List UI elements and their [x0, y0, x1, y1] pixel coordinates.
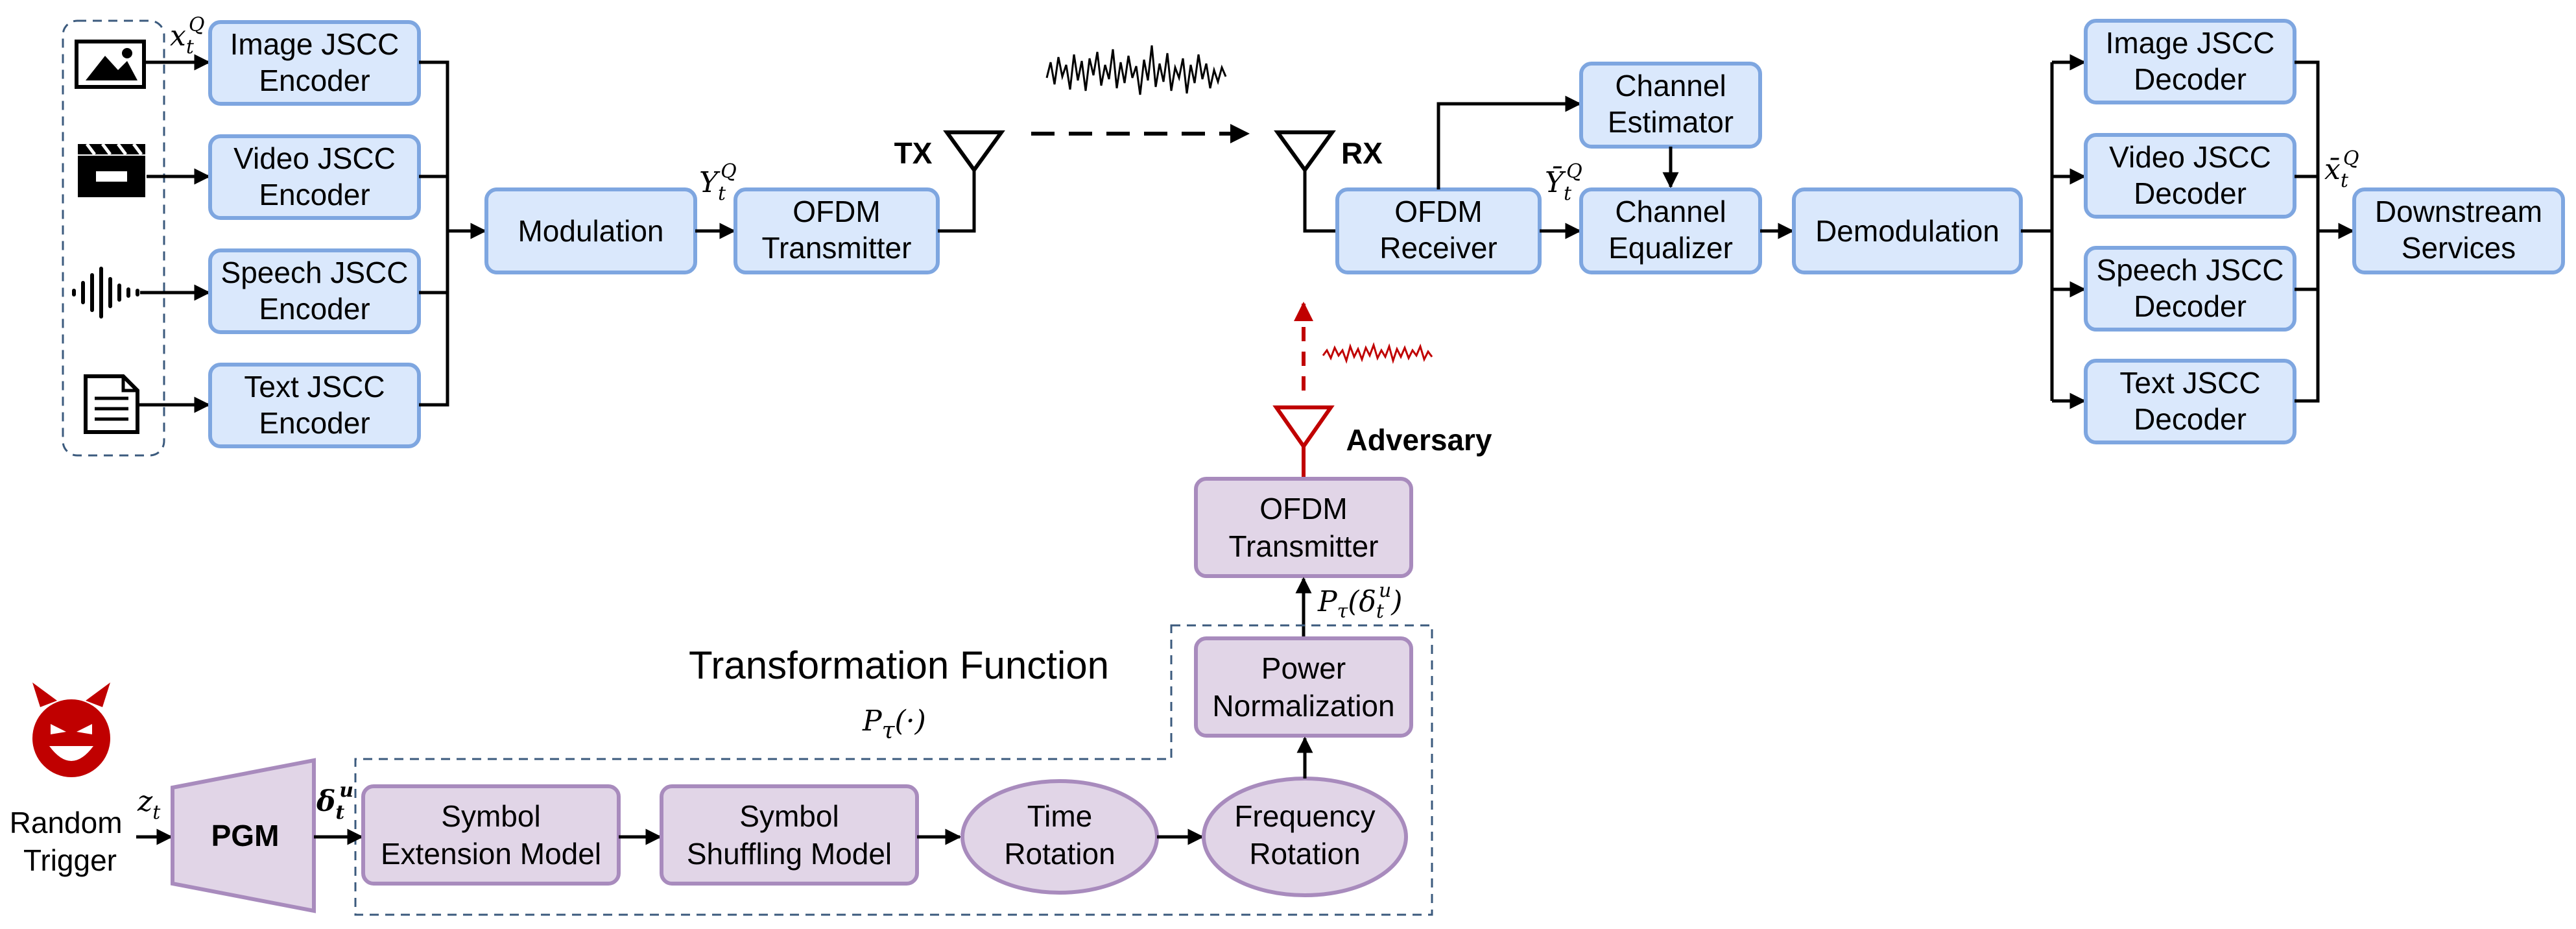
svg-text:Symbol: Symbol: [739, 799, 839, 833]
svg-text:Extension Model: Extension Model: [381, 837, 601, 871]
svg-text:Time: Time: [1027, 799, 1093, 833]
text-decoder-block: Text JSCC Decoder: [2084, 359, 2296, 444]
adversary-antenna-icon: [1272, 405, 1335, 479]
svg-text:Transmitter: Transmitter: [762, 231, 912, 265]
frequency-rotation-block: Frequency Rotation: [1202, 777, 1408, 897]
svg-text:Channel: Channel: [1615, 195, 1726, 228]
speech-waveform-icon: [72, 267, 139, 319]
ofdm-transmitter-block: OFDM Transmitter: [733, 187, 940, 274]
svg-text:OFDM: OFDM: [793, 195, 880, 228]
input-modality-group: [62, 19, 165, 457]
image-icon: [75, 40, 146, 89]
rx-label: RX: [1341, 136, 1383, 170]
devil-icon: [32, 682, 110, 777]
svg-text:Decoder: Decoder: [2134, 62, 2247, 96]
rx-antenna-icon: [1274, 130, 1337, 233]
svg-text:Normalization: Normalization: [1212, 689, 1394, 723]
svg-text:Estimator: Estimator: [1608, 105, 1734, 139]
tx-label: TX: [894, 136, 933, 170]
symbol-p-delta: Pτ(δtu): [1317, 579, 1402, 623]
image-decoder-block: Image JSCC Decoder: [2084, 19, 2296, 104]
channel-estimator-block: Channel Estimator: [1579, 62, 1762, 149]
downstream-services-block: Downstream Services: [2352, 187, 2565, 274]
svg-text:Symbol: Symbol: [441, 799, 540, 833]
svg-text:Text JSCC: Text JSCC: [244, 370, 385, 404]
svg-text:Channel: Channel: [1615, 69, 1726, 103]
svg-text:Encoder: Encoder: [259, 64, 370, 97]
symbol-delta: δtu: [316, 779, 353, 824]
time-rotation-block: Time Rotation: [960, 779, 1159, 895]
video-clapper-icon: [78, 143, 145, 197]
svg-text:Equalizer: Equalizer: [1608, 231, 1733, 265]
symbol-y-tx: YtQ: [699, 160, 737, 205]
svg-text:OFDM: OFDM: [1394, 195, 1482, 228]
svg-text:Decoder: Decoder: [2134, 289, 2247, 323]
random-trigger-label: Random Trigger: [10, 806, 131, 877]
svg-text:Rotation: Rotation: [1249, 837, 1360, 871]
symbol-y-rx: ȲtQ: [1545, 160, 1582, 205]
speech-encoder-block: Speech JSCC Encoder: [208, 248, 421, 334]
speech-decoder-block: Speech JSCC Decoder: [2084, 246, 2296, 332]
demodulation-block: Demodulation: [1792, 187, 2023, 274]
transformation-function-symbol: Pτ(·): [862, 705, 926, 744]
svg-text:Speech JSCC: Speech JSCC: [2097, 253, 2284, 287]
channel-noise-waveform: [1045, 45, 1227, 95]
svg-text:Encoder: Encoder: [259, 178, 370, 211]
svg-text:Encoder: Encoder: [259, 406, 370, 440]
tx-antenna-icon: [938, 130, 1005, 233]
svg-text:Power: Power: [1261, 651, 1346, 685]
svg-text:Image JSCC: Image JSCC: [230, 27, 400, 61]
svg-text:Image JSCC: Image JSCC: [2106, 26, 2275, 60]
svg-text:Rotation: Rotation: [1004, 837, 1115, 871]
image-encoder-block: Image JSCC Encoder: [208, 20, 421, 106]
svg-text:Decoder: Decoder: [2134, 176, 2247, 210]
pgm-block: PGM: [171, 758, 316, 913]
svg-text:Text JSCC: Text JSCC: [2119, 366, 2260, 400]
video-decoder-block: Video JSCC Decoder: [2084, 133, 2296, 219]
video-encoder-block: Video JSCC Encoder: [208, 134, 421, 220]
svg-text:Speech JSCC: Speech JSCC: [221, 256, 409, 289]
svg-text:Receiver: Receiver: [1379, 231, 1497, 265]
svg-text:Shuffling Model: Shuffling Model: [687, 837, 892, 871]
svg-text:OFDM: OFDM: [1259, 492, 1347, 525]
symbol-extension-model-block: Symbol Extension Model: [361, 784, 621, 886]
adversary-ofdm-transmitter-block: OFDM Transmitter: [1194, 477, 1413, 578]
symbol-x-output: x̄tQ: [2324, 147, 2359, 192]
adversarial-noise-waveform: [1322, 342, 1433, 365]
svg-text:Encoder: Encoder: [259, 292, 370, 326]
svg-text:Frequency: Frequency: [1234, 799, 1375, 833]
adversary-label: Adversary: [1346, 423, 1492, 457]
svg-text:Video JSCC: Video JSCC: [2109, 140, 2271, 174]
svg-text:Decoder: Decoder: [2134, 402, 2247, 436]
svg-text:PGM: PGM: [211, 819, 280, 852]
transformation-function-title: Transformation Function: [689, 644, 1109, 687]
channel-equalizer-block: Channel Equalizer: [1579, 187, 1762, 274]
symbol-x-input: xtQ: [170, 14, 205, 58]
svg-text:Demodulation: Demodulation: [1815, 214, 1999, 248]
svg-text:Downstream: Downstream: [2375, 195, 2542, 228]
symbol-z: zt: [137, 785, 161, 824]
svg-text:Modulation: Modulation: [518, 214, 663, 248]
power-normalization-block: Power Normalization: [1194, 636, 1413, 738]
ofdm-receiver-block: OFDM Receiver: [1335, 187, 1542, 274]
transformation-function-region: [354, 624, 1433, 916]
text-encoder-block: Text JSCC Encoder: [208, 363, 421, 448]
modulation-block: Modulation: [484, 187, 697, 274]
svg-text:Video JSCC: Video JSCC: [233, 141, 396, 175]
svg-text:Services: Services: [2402, 231, 2516, 265]
text-document-icon: [84, 374, 139, 434]
svg-text:Transmitter: Transmitter: [1229, 529, 1379, 563]
symbol-shuffling-model-block: Symbol Shuffling Model: [660, 784, 919, 886]
